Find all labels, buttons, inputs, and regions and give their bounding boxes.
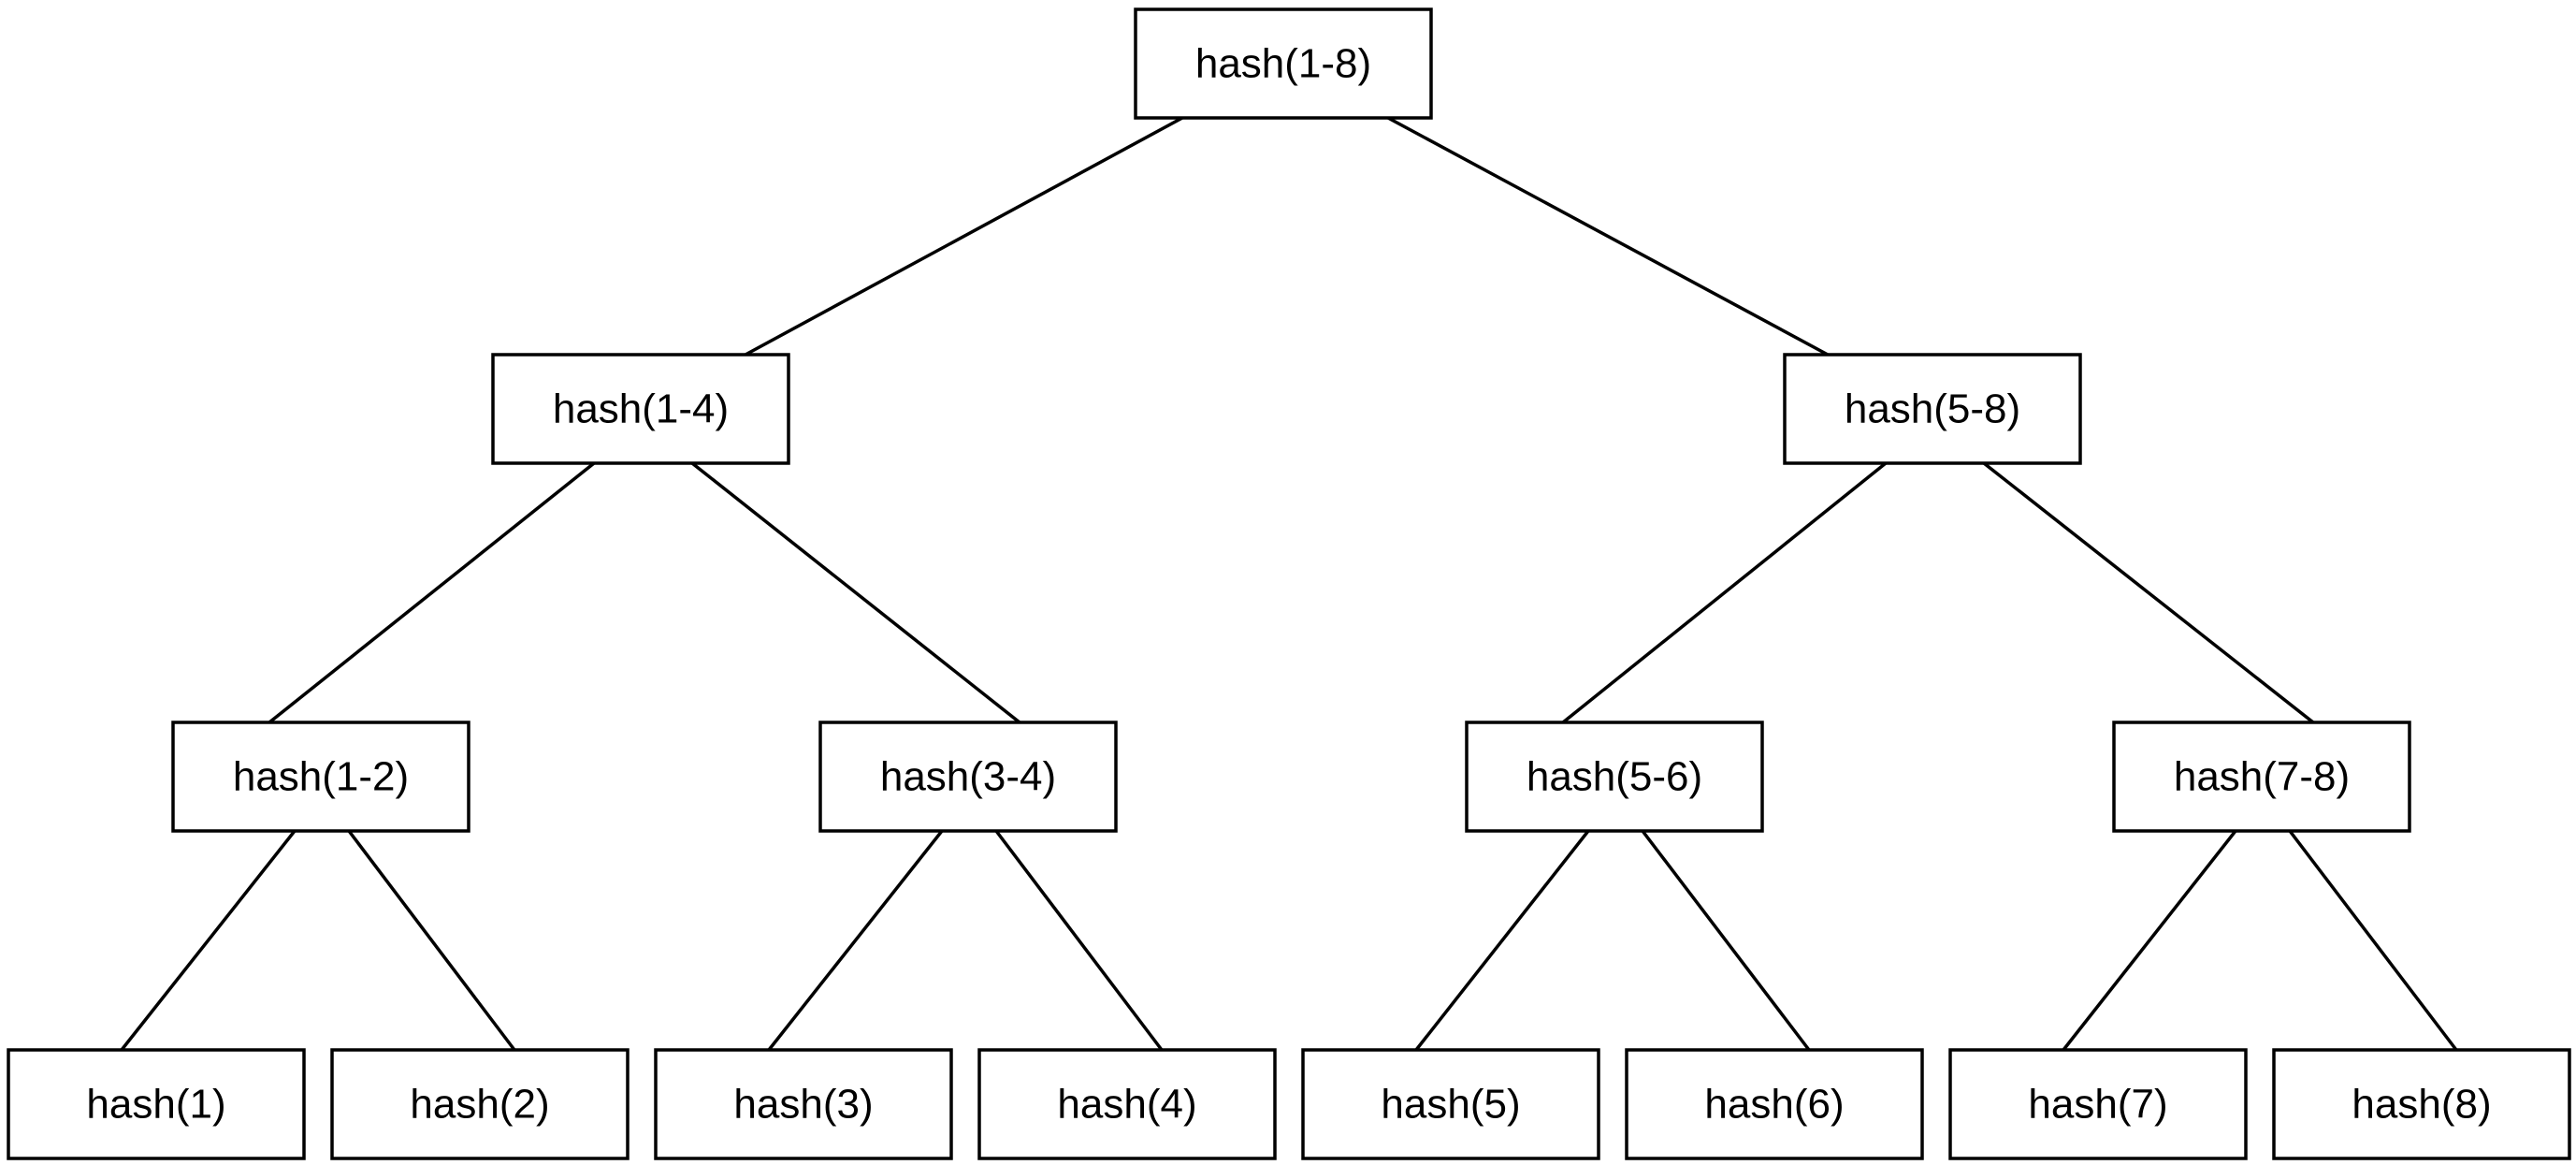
node-label: hash(1-2) (233, 754, 409, 800)
node-box (654, 1048, 953, 1160)
node-hash-1-4: hash(1-4) (491, 353, 790, 465)
node-hash-1: hash(1) (7, 1048, 306, 1160)
node-label: hash(4) (1057, 1082, 1196, 1128)
tree-edges (120, 116, 2458, 1052)
edge-hash-1-2-to-hash-2 (347, 829, 516, 1052)
node-box (1134, 7, 1433, 120)
node-hash-3-4: hash(3-4) (818, 721, 1118, 833)
edge-hash-1-8-to-hash-5-8 (1387, 116, 1829, 357)
edge-hash-1-2-to-hash-1 (120, 829, 297, 1052)
node-hash-7: hash(7) (1948, 1048, 2248, 1160)
node-label: hash(5-6) (1527, 754, 1702, 800)
node-hash-5-6: hash(5-6) (1465, 721, 1764, 833)
node-box (1948, 1048, 2248, 1160)
edge-hash-5-6-to-hash-6 (1641, 829, 1811, 1052)
node-box (171, 721, 470, 833)
node-box (818, 721, 1118, 833)
edge-hash-1-4-to-hash-3-4 (690, 461, 1021, 724)
edge-hash-7-8-to-hash-8 (2288, 829, 2458, 1052)
node-hash-8: hash(8) (2272, 1048, 2571, 1160)
edge-hash-1-8-to-hash-1-4 (745, 116, 1183, 357)
edge-hash-3-4-to-hash-3 (767, 829, 944, 1052)
node-label: hash(7) (2028, 1082, 2167, 1128)
node-label: hash(1-4) (553, 386, 729, 432)
edge-hash-7-8-to-hash-7 (2062, 829, 2237, 1052)
node-box (977, 1048, 1277, 1160)
node-box (330, 1048, 630, 1160)
edge-hash-3-4-to-hash-4 (994, 829, 1164, 1052)
node-box (1301, 1048, 1600, 1160)
node-hash-6: hash(6) (1625, 1048, 1924, 1160)
node-hash-5-8: hash(5-8) (1783, 353, 2082, 465)
node-label: hash(3) (733, 1082, 873, 1128)
node-label: hash(7-8) (2174, 754, 2350, 800)
node-label: hash(3-4) (880, 754, 1056, 800)
node-hash-4: hash(4) (977, 1048, 1277, 1160)
node-hash-7-8: hash(7-8) (2112, 721, 2411, 833)
edge-hash-1-4-to-hash-1-2 (268, 461, 596, 724)
edge-hash-5-8-to-hash-7-8 (1982, 461, 2315, 724)
node-box (1783, 353, 2082, 465)
node-box (1465, 721, 1764, 833)
node-hash-1-8: hash(1-8) (1134, 7, 1433, 120)
node-box (2272, 1048, 2571, 1160)
node-label: hash(8) (2352, 1082, 2491, 1128)
node-label: hash(5-8) (1845, 386, 2020, 432)
node-hash-1-2: hash(1-2) (171, 721, 470, 833)
node-label: hash(1) (86, 1082, 225, 1128)
node-label: hash(6) (1704, 1082, 1844, 1128)
tree-nodes: hash(1-8) hash(1-4) hash(1-2) hash(1) hash(2… (7, 7, 2571, 1160)
edge-hash-5-8-to-hash-5-6 (1561, 461, 1888, 724)
node-label: hash(5) (1381, 1082, 1520, 1128)
node-hash-5: hash(5) (1301, 1048, 1600, 1160)
node-box (491, 353, 790, 465)
node-box (1625, 1048, 1924, 1160)
node-hash-2: hash(2) (330, 1048, 630, 1160)
node-box (7, 1048, 306, 1160)
node-box (2112, 721, 2411, 833)
node-hash-3: hash(3) (654, 1048, 953, 1160)
edge-hash-5-6-to-hash-5 (1414, 829, 1590, 1052)
node-label: hash(2) (410, 1082, 549, 1128)
node-label: hash(1-8) (1195, 41, 1371, 87)
